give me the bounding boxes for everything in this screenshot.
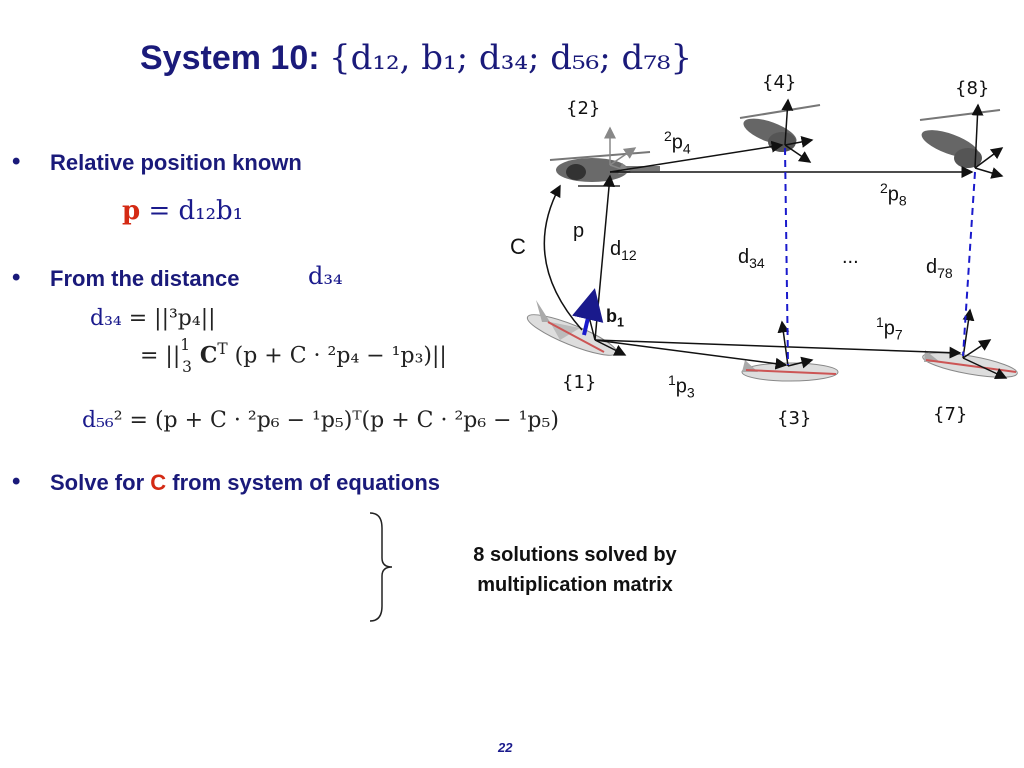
label-2p8: 2p8 <box>880 180 907 209</box>
label-b1: b1 <box>606 306 625 330</box>
frame-axes-7 <box>962 308 1008 380</box>
distance-d78-line <box>962 171 976 357</box>
frame-axes-2 <box>604 126 637 175</box>
label-1p3: 1p3 <box>668 372 695 401</box>
bullet-highlight: C <box>150 470 167 495</box>
vector-1p3 <box>594 339 788 370</box>
frame-label-3: {3} <box>777 408 812 429</box>
bullet-distance: • From the distance <box>12 264 240 292</box>
bullet-text-after: from system of equations <box>172 470 440 495</box>
label-1p7: 1p7 <box>876 314 903 343</box>
eq1-rhs: = d₁₂b₁ <box>148 196 244 226</box>
title-label: System 10: <box>140 39 320 77</box>
bullet-dot: • <box>12 148 21 175</box>
bullet-text: Relative position known <box>50 150 302 175</box>
bullet-solve: • Solve for C from system of equations <box>12 468 440 496</box>
frame-label-4: {4} <box>762 72 797 93</box>
bullet-dot: • <box>12 468 21 495</box>
distance-d34-line <box>784 147 789 366</box>
bearing-b1 <box>572 288 604 336</box>
label-C: C <box>510 234 526 259</box>
label-d12: d12 <box>610 238 637 263</box>
frame-label-8: {8} <box>955 78 990 99</box>
eq2-d34: d₃₄ <box>90 306 122 331</box>
frame-label-1: {1} <box>562 372 597 393</box>
eq3-rhs: ² = (p + C · ²p₆ − ¹p₅)ᵀ(p + C · ²p₆ − ¹… <box>113 408 559 433</box>
eq2-line2-c: (p + C · ²p₄ − ¹p₃)|| <box>234 343 447 369</box>
frame-label-2: {2} <box>566 98 601 119</box>
equation-d34-line1: d₃₄ = ||³p₄|| <box>90 306 216 331</box>
equation-p: p = d₁₂b₁ <box>122 196 243 226</box>
eq1-lhs: p <box>122 196 141 226</box>
airplane-3-icon <box>741 360 839 382</box>
frame-axes-4 <box>781 98 814 163</box>
pose-diagram <box>526 98 1018 382</box>
frame-axes-8 <box>971 103 1004 179</box>
vector-2p4 <box>609 140 784 173</box>
label-2p4: 2p4 <box>664 128 691 157</box>
label-d34: d34 <box>738 246 765 271</box>
label-ellipsis: ... <box>842 246 859 268</box>
helicopter-2-icon <box>549 151 660 187</box>
label-d78: d78 <box>926 256 953 281</box>
solutions-line2: multiplication matrix <box>477 574 673 596</box>
bullet-relative-position: • Relative position known <box>12 148 302 176</box>
solutions-line1: 8 solutions solved by <box>473 544 677 566</box>
rotation-C-curve <box>543 184 583 331</box>
bullet-dot: • <box>12 264 21 291</box>
frame-label-7: {7} <box>933 404 968 425</box>
slide-title: System 10: {d₁₂, b₁; d₃₄; d₅₆; d₇₈} <box>140 38 692 78</box>
solutions-note: 8 solutions solved by multiplication mat… <box>430 540 720 600</box>
eq2-line2-b: C <box>199 342 218 369</box>
airplane-1-icon <box>526 300 618 356</box>
title-set: {d₁₂, b₁; d₃₄; d₅₆; d₇₈} <box>329 38 693 78</box>
d34-symbol: d₃₄ <box>308 262 343 290</box>
curly-brace <box>369 512 393 622</box>
eq2-line2-a: = || <box>140 343 181 369</box>
equation-d56: d₅₆² = (p + C · ²p₆ − ¹p₅)ᵀ(p + C · ²p₆ … <box>82 408 559 433</box>
label-p: p <box>573 220 585 242</box>
bullet-text: From the distance <box>50 266 240 291</box>
page-number: 22 <box>498 740 513 755</box>
eq2-line1: = ||³p₄|| <box>128 306 216 331</box>
eq3-lhs: d₅₆ <box>82 408 114 433</box>
vector-1p7 <box>594 339 962 359</box>
bullet-text-before: Solve for <box>50 470 145 495</box>
